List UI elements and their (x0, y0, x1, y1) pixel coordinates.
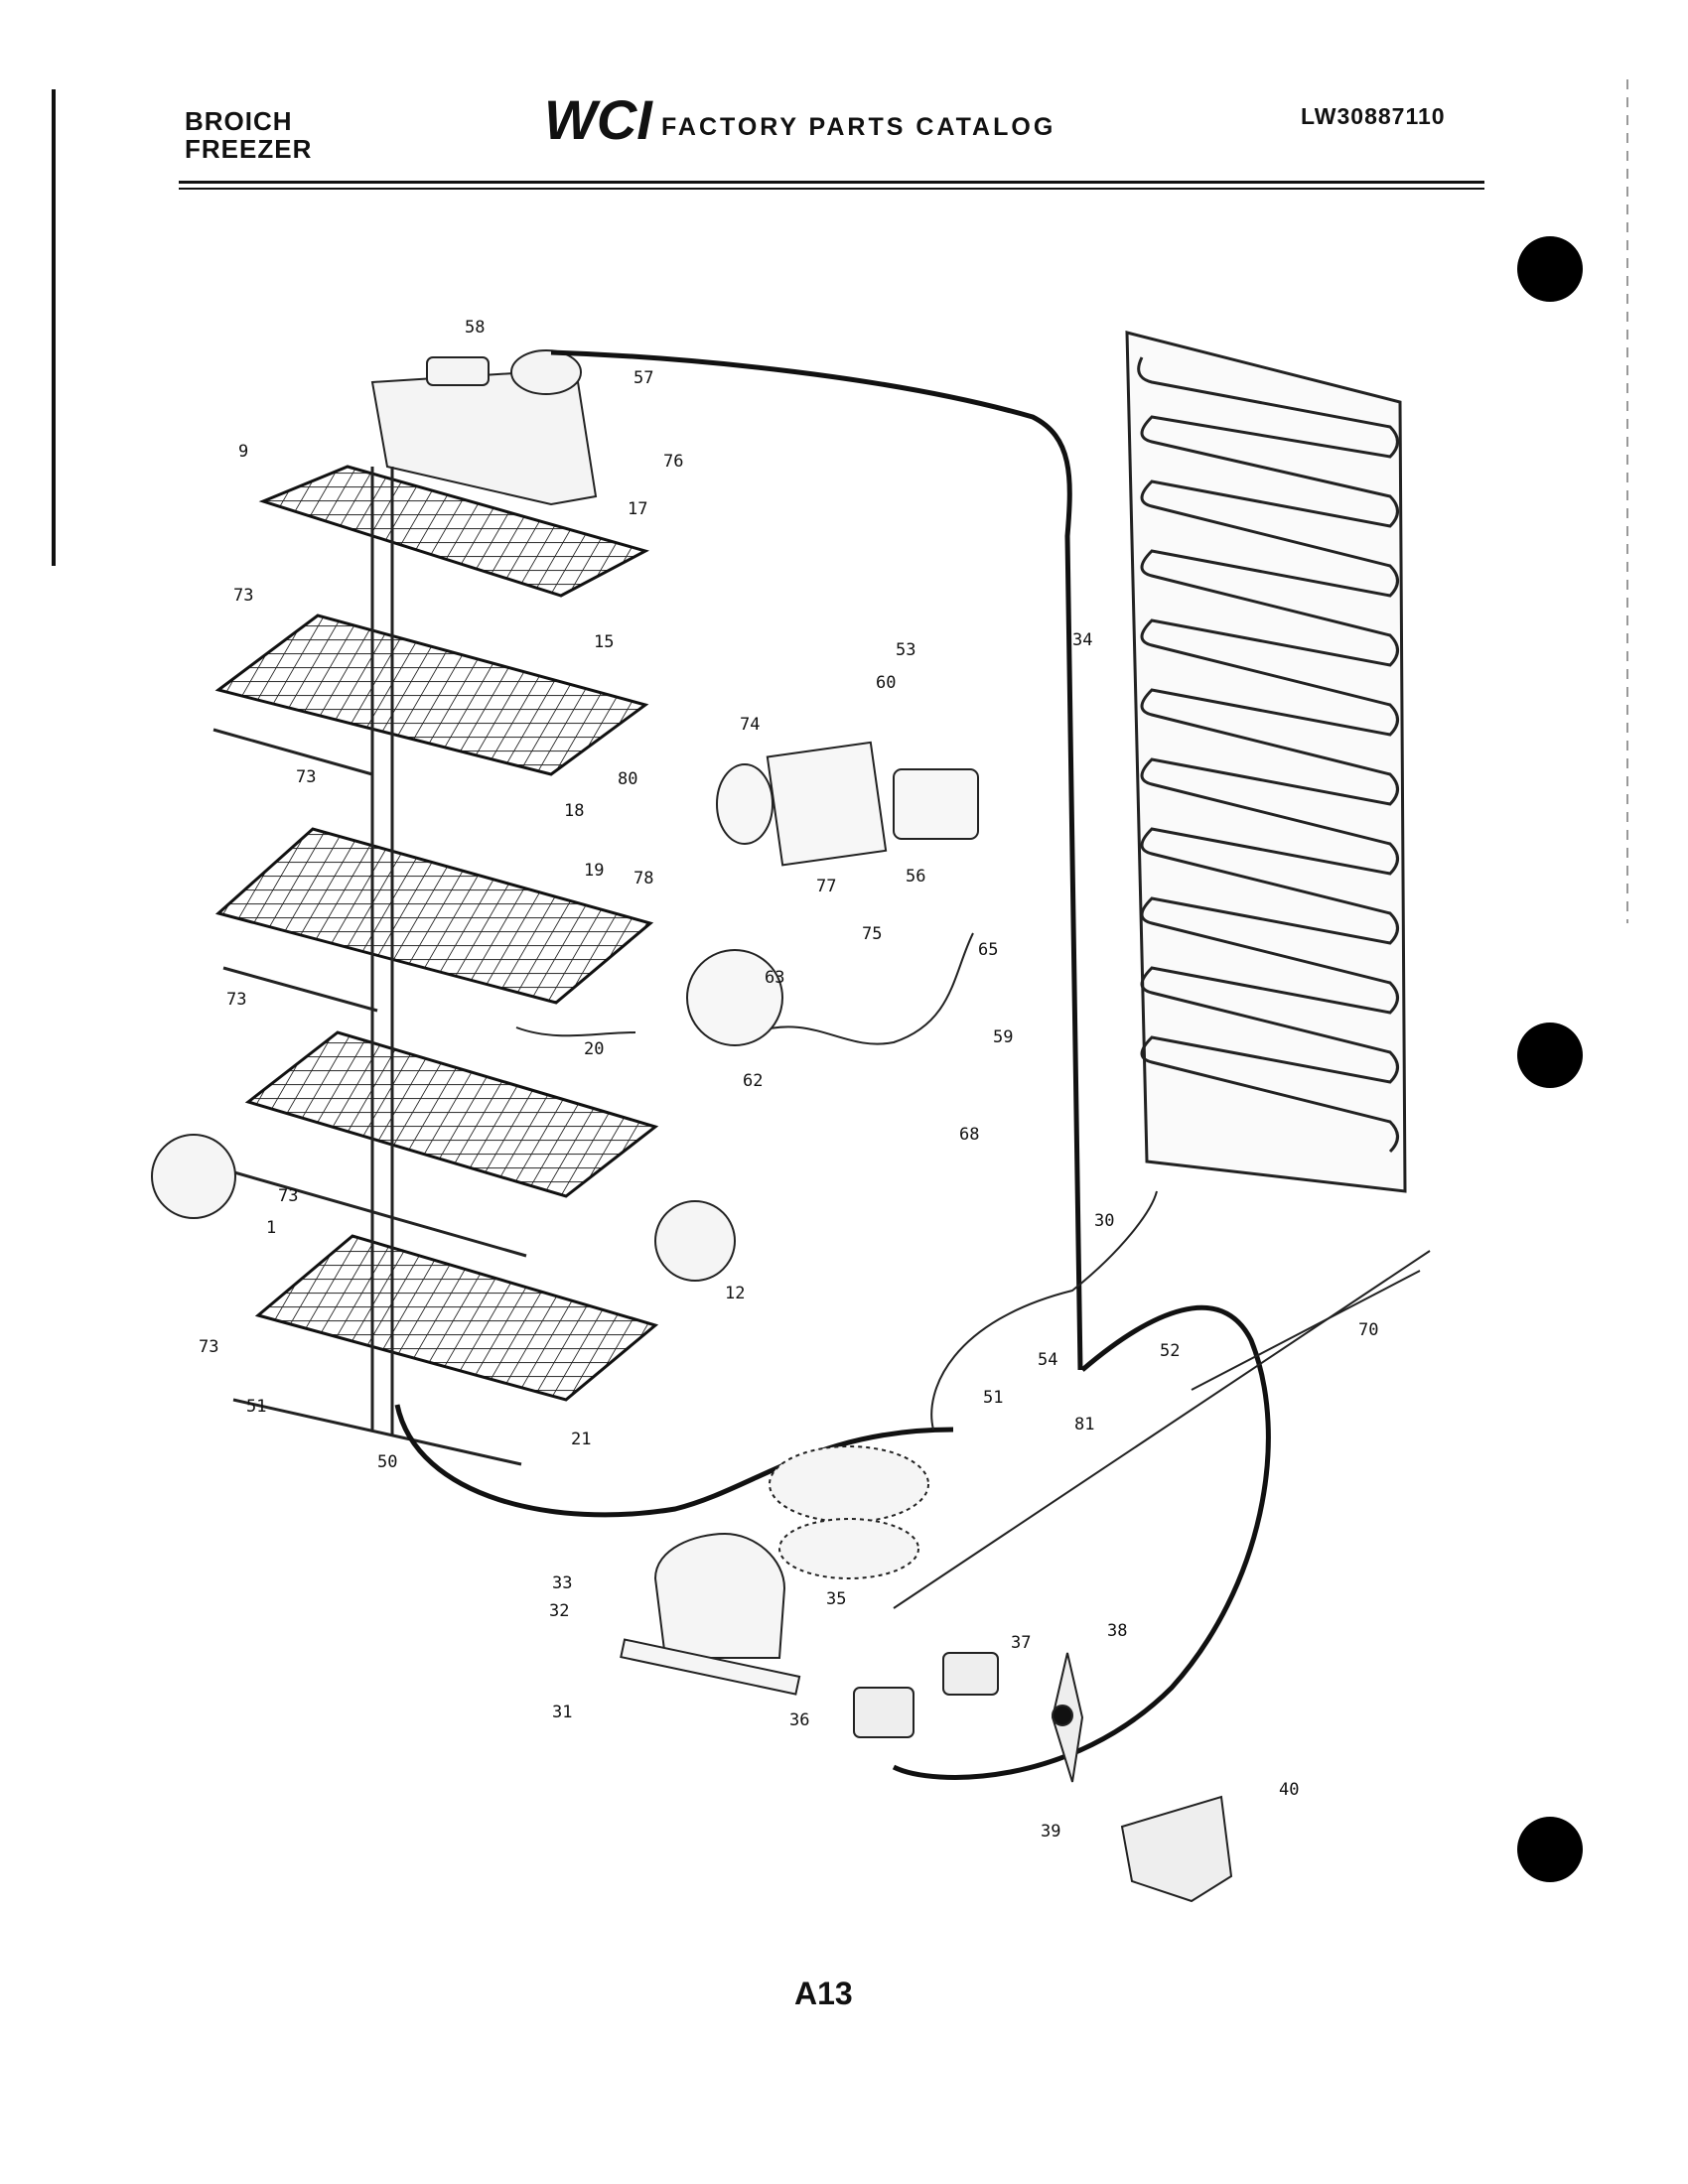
callout-35: 35 (826, 1589, 846, 1609)
fan-motor-assembly (686, 741, 979, 1046)
callout-18: 18 (564, 801, 584, 821)
callout-78: 78 (633, 869, 653, 888)
callout-60: 60 (876, 673, 896, 693)
thermostat-knob (426, 356, 490, 386)
callout-31: 31 (552, 1703, 572, 1722)
callout-9: 9 (238, 442, 248, 462)
callout-62: 62 (743, 1071, 763, 1091)
shelf-4 (244, 1030, 659, 1198)
callout-73: 73 (296, 767, 316, 787)
callout-73: 73 (226, 990, 246, 1010)
callout-33: 33 (552, 1573, 572, 1593)
shelf-1 (258, 465, 650, 598)
page-number: A13 (794, 1976, 853, 2011)
callout-65: 65 (978, 940, 998, 960)
header-rule-bottom (179, 188, 1484, 190)
callout-39: 39 (1041, 1822, 1060, 1842)
margin-line (52, 89, 56, 566)
callout-12: 12 (725, 1284, 745, 1303)
light-globe (151, 1134, 236, 1219)
callout-20: 20 (584, 1039, 604, 1059)
callout-1: 1 (266, 1218, 276, 1238)
callout-37: 37 (1011, 1633, 1031, 1653)
callout-21: 21 (571, 1430, 591, 1449)
callout-15: 15 (594, 632, 614, 652)
callout-80: 80 (618, 769, 637, 789)
callout-30: 30 (1094, 1211, 1114, 1231)
fan-guard (686, 949, 783, 1046)
evaporator-housing (370, 349, 598, 506)
callout-17: 17 (628, 499, 647, 519)
callout-73: 73 (233, 586, 253, 606)
callout-34: 34 (1072, 630, 1092, 650)
callout-58: 58 (465, 318, 485, 338)
callout-70: 70 (1358, 1320, 1378, 1340)
page-edge-line (1626, 79, 1628, 923)
shelf-stack (214, 465, 659, 1402)
callout-57: 57 (633, 368, 653, 388)
shelf-2 (214, 614, 649, 776)
callout-51: 51 (983, 1388, 1003, 1408)
callout-77: 77 (816, 877, 836, 896)
callout-54: 54 (1038, 1350, 1057, 1370)
callout-50: 50 (377, 1452, 397, 1472)
callout-63: 63 (765, 968, 784, 988)
control-housing (510, 349, 582, 395)
callout-68: 68 (959, 1125, 979, 1145)
callout-36: 36 (789, 1710, 809, 1730)
thin-lines (515, 932, 1431, 1609)
wci-logo-icon: WCI (544, 88, 653, 151)
refrigerant-tubing (394, 349, 1271, 1780)
callout-73: 73 (199, 1337, 218, 1357)
header-rule-top (179, 181, 1484, 184)
callout-19: 19 (584, 861, 604, 881)
light-cover (654, 1200, 736, 1282)
punch-hole-icon (1517, 1817, 1583, 1882)
callout-81: 81 (1074, 1415, 1094, 1434)
callout-51: 51 (246, 1397, 266, 1417)
callout-32: 32 (549, 1601, 569, 1621)
callout-53: 53 (896, 640, 915, 660)
callout-76: 76 (663, 452, 683, 472)
callout-52: 52 (1160, 1341, 1180, 1361)
wci-logo: WCI (542, 88, 653, 154)
logo-letters: WCI (544, 91, 653, 149)
condenser-fan (853, 1652, 1233, 1903)
callout-40: 40 (1279, 1780, 1299, 1800)
header-line-1: BROICH (185, 106, 293, 136)
shelf-3 (214, 827, 654, 1005)
condenser-coil (1125, 331, 1407, 1193)
part-callouts: 58 57 9 76 17 73 15 73 18 80 74 53 60 34… (199, 318, 1378, 1842)
catalog-title: FACTORY PARTS CATALOG (661, 113, 1056, 141)
punch-hole-icon (1517, 1023, 1583, 1088)
callout-56: 56 (906, 867, 925, 887)
model-number: LW30887110 (1301, 103, 1446, 129)
callout-38: 38 (1107, 1621, 1127, 1641)
callout-73: 73 (278, 1186, 298, 1206)
callout-59: 59 (993, 1027, 1013, 1047)
punch-hole-icon (1517, 236, 1583, 302)
shelf-rails (212, 467, 527, 1466)
callout-75: 75 (862, 924, 882, 944)
header-line-2: FREEZER (185, 134, 313, 164)
compressor-assembly (151, 1134, 929, 1696)
callout-74: 74 (740, 715, 760, 735)
shelf-5 (254, 1234, 659, 1402)
header-left: BROICH FREEZER (185, 107, 312, 163)
